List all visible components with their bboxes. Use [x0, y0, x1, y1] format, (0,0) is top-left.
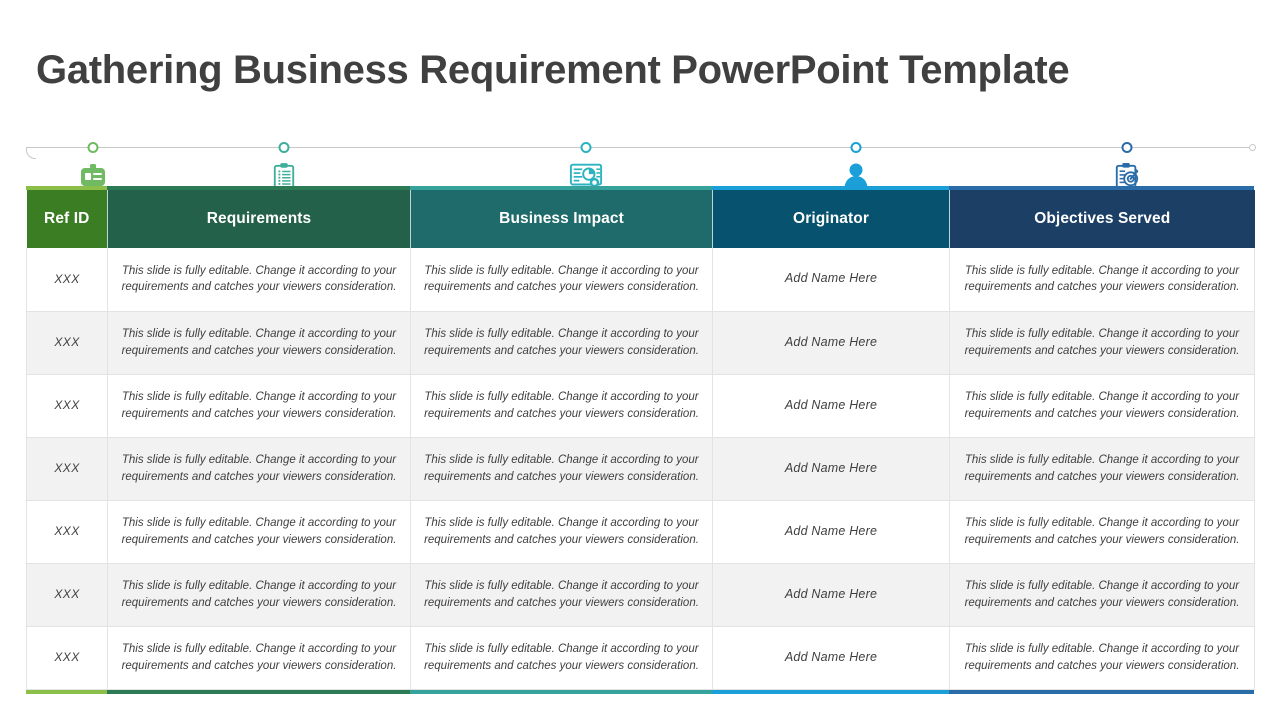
cell-originator[interactable]: Add Name Here	[712, 248, 950, 312]
cell-objectives-served[interactable]: This slide is fully editable. Change it …	[949, 437, 1255, 501]
table-top-accent-bar	[26, 186, 1254, 190]
clipboard-target-icon	[1110, 161, 1144, 191]
id-badge-icon	[76, 161, 110, 191]
user-person-icon	[839, 161, 873, 191]
cell-originator[interactable]: Add Name Here	[712, 437, 950, 501]
bottom-accent-segment-3	[410, 689, 712, 694]
cell-ref-id[interactable]: XXX	[26, 374, 108, 438]
timeline-node-5[interactable]	[1121, 142, 1133, 153]
cell-originator[interactable]: Add Name Here	[712, 500, 950, 564]
cell-objectives-served[interactable]: This slide is fully editable. Change it …	[949, 248, 1255, 312]
cell-ref-id[interactable]: XXX	[26, 563, 108, 627]
cell-requirements[interactable]: This slide is fully editable. Change it …	[107, 311, 411, 375]
cell-originator[interactable]: Add Name Here	[712, 374, 950, 438]
cell-requirements[interactable]: This slide is fully editable. Change it …	[107, 437, 411, 501]
cell-requirements[interactable]: This slide is fully editable. Change it …	[107, 500, 411, 564]
top-accent-segment-4	[712, 186, 949, 190]
column-header-2[interactable]: Requirements	[107, 190, 411, 248]
table-bottom-accent-bar	[26, 689, 1254, 694]
column-header-1[interactable]: Ref ID	[26, 190, 108, 248]
cell-originator[interactable]: Add Name Here	[712, 626, 950, 690]
top-accent-segment-5	[949, 186, 1254, 190]
cell-originator[interactable]: Add Name Here	[712, 311, 950, 375]
cell-ref-id[interactable]: XXX	[26, 437, 108, 501]
bottom-accent-segment-1	[26, 689, 107, 694]
cell-objectives-served[interactable]: This slide is fully editable. Change it …	[949, 563, 1255, 627]
bottom-accent-segment-2	[107, 689, 410, 694]
cell-business-impact[interactable]: This slide is fully editable. Change it …	[410, 500, 713, 564]
column-header-5[interactable]: Objectives Served	[949, 190, 1255, 248]
clipboard-checklist-icon	[267, 161, 301, 191]
timeline-strip	[26, 139, 1256, 190]
cell-ref-id[interactable]: XXX	[26, 500, 108, 564]
cell-objectives-served[interactable]: This slide is fully editable. Change it …	[949, 311, 1255, 375]
bottom-accent-segment-5	[949, 689, 1254, 694]
column-header-4[interactable]: Originator	[712, 190, 950, 248]
cell-objectives-served[interactable]: This slide is fully editable. Change it …	[949, 374, 1255, 438]
cell-business-impact[interactable]: This slide is fully editable. Change it …	[410, 437, 713, 501]
column-header-3[interactable]: Business Impact	[410, 190, 713, 248]
cell-ref-id[interactable]: XXX	[26, 311, 108, 375]
timeline-end-dot	[1249, 144, 1256, 151]
cell-requirements[interactable]: This slide is fully editable. Change it …	[107, 374, 411, 438]
cell-ref-id[interactable]: XXX	[26, 248, 108, 312]
bottom-accent-segment-4	[712, 689, 949, 694]
cell-requirements[interactable]: This slide is fully editable. Change it …	[107, 626, 411, 690]
cell-ref-id[interactable]: XXX	[26, 626, 108, 690]
top-accent-segment-2	[107, 186, 410, 190]
cell-requirements[interactable]: This slide is fully editable. Change it …	[107, 248, 411, 312]
timeline-node-3[interactable]	[580, 142, 592, 153]
cell-business-impact[interactable]: This slide is fully editable. Change it …	[410, 311, 713, 375]
top-accent-segment-3	[410, 186, 712, 190]
top-accent-segment-1	[26, 186, 107, 190]
timeline-node-4[interactable]	[850, 142, 862, 153]
cell-originator[interactable]: Add Name Here	[712, 563, 950, 627]
timeline-line	[26, 147, 1254, 148]
cell-objectives-served[interactable]: This slide is fully editable. Change it …	[949, 500, 1255, 564]
timeline-line-cap	[26, 147, 36, 159]
cell-business-impact[interactable]: This slide is fully editable. Change it …	[410, 626, 713, 690]
page-title: Gathering Business Requirement PowerPoin…	[36, 48, 1070, 92]
cell-business-impact[interactable]: This slide is fully editable. Change it …	[410, 374, 713, 438]
cell-objectives-served[interactable]: This slide is fully editable. Change it …	[949, 626, 1255, 690]
timeline-node-2[interactable]	[278, 142, 290, 153]
cell-requirements[interactable]: This slide is fully editable. Change it …	[107, 563, 411, 627]
timeline-node-1[interactable]	[87, 142, 99, 153]
cell-business-impact[interactable]: This slide is fully editable. Change it …	[410, 248, 713, 312]
cell-business-impact[interactable]: This slide is fully editable. Change it …	[410, 563, 713, 627]
